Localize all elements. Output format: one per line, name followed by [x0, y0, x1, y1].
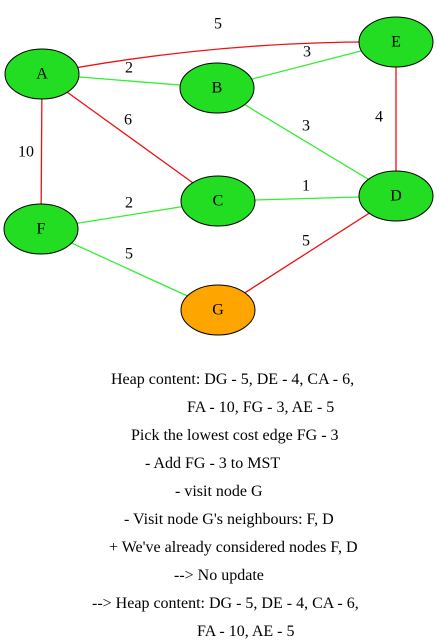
- edge-d-g: [217, 195, 397, 311]
- node-f: F: [3, 203, 79, 255]
- log-line: --> Heap content: DG - 5, DE - 4, CA - 6…: [92, 595, 359, 612]
- edge-weight-a-e: 5: [214, 16, 222, 33]
- graph-diagram: 5 2 3 6 3 4 10 1 2 5 5 A B C D E F G: [3, 16, 434, 336]
- node-label: C: [213, 193, 224, 210]
- log-line: FA - 10, FG - 3, AE - 5: [187, 399, 335, 416]
- node-c: C: [180, 175, 256, 227]
- edge-weight-f-c: 2: [125, 195, 133, 212]
- log-line: Heap content: DG - 5, DE - 4, CA - 6,: [111, 371, 355, 388]
- edge-weight-e-d: 4: [375, 109, 383, 126]
- node-shape: [179, 62, 255, 114]
- edge-weights-layer: 5 2 3 6 3 4 10 1 2 5 5: [18, 16, 383, 263]
- edge-weight-a-f: 10: [18, 144, 34, 161]
- log-line: + We've already considered nodes F, D: [109, 539, 358, 556]
- node-shape: [358, 16, 434, 68]
- node-b: B: [179, 62, 255, 114]
- node-g: G: [180, 284, 256, 336]
- log-line: FA - 10, AE - 5: [197, 623, 295, 640]
- log-line: --> No update: [174, 567, 264, 584]
- edge-weight-b-d: 3: [302, 118, 310, 135]
- nodes-layer: A B C D E F G: [3, 16, 434, 336]
- node-a: A: [4, 48, 80, 100]
- node-shape: [180, 175, 256, 227]
- log-line: - Visit node G's neighbours: F, D: [124, 511, 334, 528]
- edge-a-f: [40, 73, 43, 230]
- node-d: D: [358, 170, 434, 222]
- edge-weight-b-e: 3: [303, 44, 311, 61]
- node-label: B: [212, 80, 223, 97]
- node-shape: [3, 203, 79, 255]
- node-label: D: [390, 188, 402, 205]
- node-label: A: [36, 66, 48, 83]
- edge-a-c: [41, 73, 219, 202]
- log-line: - Add FG - 3 to MST: [145, 455, 281, 472]
- node-shape: [4, 48, 80, 100]
- node-label: E: [391, 34, 401, 51]
- node-label: G: [212, 302, 224, 319]
- edge-weight-c-d: 1: [302, 178, 310, 195]
- edge-weight-a-c: 6: [124, 112, 132, 129]
- edge-a-e: [41, 41, 397, 75]
- node-shape: [358, 170, 434, 222]
- edge-weight-a-b: 2: [125, 60, 133, 77]
- node-label: F: [37, 221, 46, 238]
- log-line: Pick the lowest cost edge FG - 3: [131, 427, 339, 444]
- edge-b-d: [216, 87, 397, 197]
- log-line: - visit node G: [175, 483, 263, 500]
- edge-weight-d-g: 5: [302, 233, 310, 250]
- node-e: E: [358, 16, 434, 68]
- edge-weight-f-g: 5: [125, 246, 133, 263]
- node-shape: [180, 284, 256, 336]
